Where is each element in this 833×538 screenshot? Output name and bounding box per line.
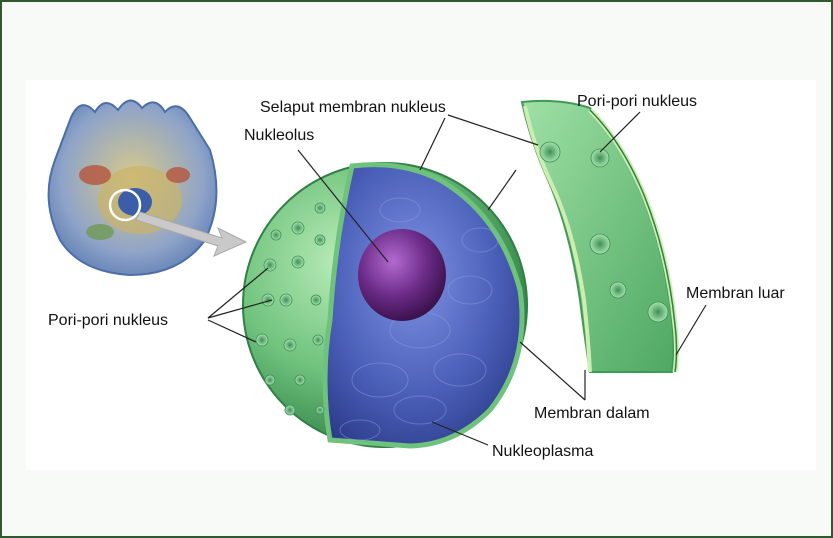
label-pori-pori-nukleus-top: Pori-pori nukleus <box>577 93 697 110</box>
label-nukleoplasma: Nukleoplasma <box>492 443 593 460</box>
membrane-fragment <box>522 101 677 372</box>
nucleus-sphere <box>243 163 527 447</box>
label-membran-dalam: Membran dalam <box>534 405 650 422</box>
label-nukleolus: Nukleolus <box>244 127 314 144</box>
label-pori-pori-nukleus-left: Pori-pori nukleus <box>48 312 168 329</box>
label-membran-luar: Membran luar <box>686 285 785 302</box>
cell-thumbnail <box>49 100 217 275</box>
label-selaput-membran-nukleus: Selaput membran nukleus <box>260 99 446 116</box>
nucleolus <box>358 229 446 321</box>
